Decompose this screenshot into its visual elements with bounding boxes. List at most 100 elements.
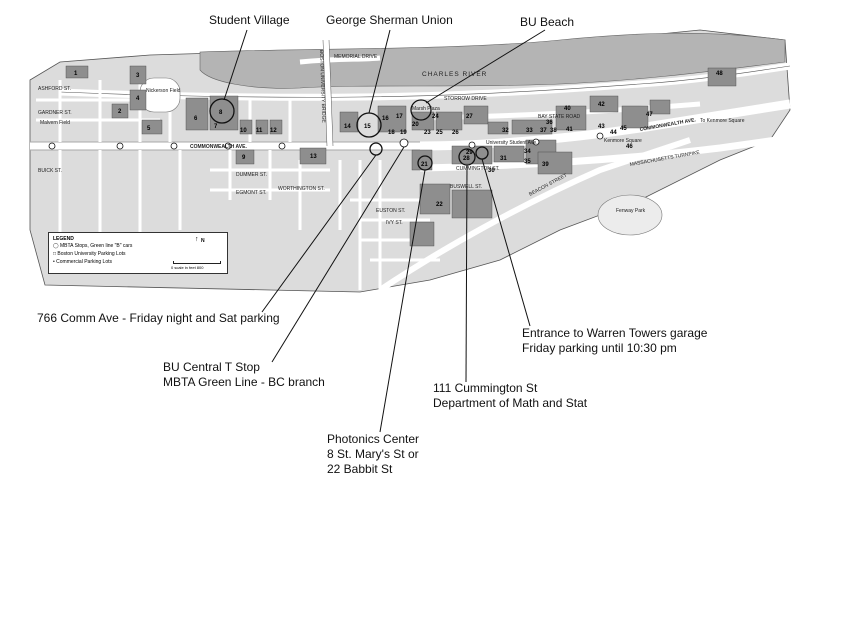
euston-st-label: EUSTON ST. (376, 208, 405, 214)
buswell-st-label: BUSWELL ST. (450, 184, 482, 190)
callout-bu-central: BU Central T Stop MBTA Green Line - BC b… (163, 360, 325, 390)
building-number: 8 (219, 110, 223, 116)
building-number: 26 (452, 130, 459, 136)
building-number: 3 (136, 73, 140, 79)
egmont-st-label: EGMONT ST. (236, 190, 266, 196)
building-number: 30 (488, 168, 495, 174)
marsh-plaza-label: Marsh Plaza (412, 106, 440, 112)
callout-766-comm-ave: 766 Comm Ave - Friday night and Sat park… (37, 311, 280, 326)
commonwealth-ave (30, 99, 791, 151)
building-number: 38 (550, 128, 557, 134)
building-number: 2 (118, 109, 122, 115)
building-number: 44 (610, 130, 617, 136)
building-number: 4 (136, 96, 140, 102)
legend-title: LEGEND (53, 236, 74, 242)
building-number: 41 (566, 127, 573, 133)
legend-item-mbta: ◯ MBTA Stops, Green line "B" cars (53, 243, 132, 249)
memorial-drive (299, 55, 381, 65)
nickerson-field-label: Nickerson Field (146, 88, 181, 94)
commercial-parking-icon: • (53, 259, 55, 265)
beacon-street (378, 137, 691, 293)
memorial-drive-label: MEMORIAL DRIVE (334, 54, 378, 60)
building-number: 46 (626, 144, 633, 150)
callout-bu-central-line1: BU Central T Stop (163, 360, 260, 374)
ashford-st-label: ASHFORD ST. (38, 86, 71, 92)
building-number: 42 (598, 102, 605, 108)
callout-warren-towers-line2: Friday parking until 10:30 pm (522, 341, 677, 355)
building-numbers: 1 2 3 4 5 6 7 8 9 10 11 12 13 14 15 16 1… (74, 71, 723, 208)
buick-st-label: BUICK ST. (38, 168, 62, 174)
building-number: 48 (716, 71, 723, 77)
callout-photonics-line2: 8 St. Mary's St or (327, 447, 419, 461)
building-number: 45 (620, 126, 627, 132)
building-number: 7 (214, 124, 218, 130)
building-number: 33 (526, 128, 533, 134)
building-number: 24 (432, 114, 439, 120)
building-number: 23 (424, 130, 431, 136)
fenway-park-label: Fenway Park (616, 208, 646, 214)
dummer-st-label: DUMMER ST. (236, 172, 267, 178)
bay-state-road-label: BAY STATE ROAD (538, 114, 581, 120)
building-number: 34 (524, 149, 531, 155)
building-number: 17 (396, 114, 403, 120)
scale-bar (173, 261, 221, 264)
callout-cummington: 111 Cummington St Department of Math and… (433, 381, 587, 411)
building-number: 12 (270, 128, 277, 134)
commonwealth-ave-label: COMMONWEALTH AVE. (190, 144, 247, 150)
building-number: 28 (463, 156, 470, 162)
worthington-st-label: WORTHINGTON ST. (278, 186, 325, 192)
building-number: 40 (564, 106, 571, 112)
north-label: N (201, 238, 205, 244)
gardner-st-label: GARDNER ST. (38, 110, 72, 116)
building-number: 29 (466, 150, 473, 156)
legend-commercial-label: Commercial Parking Lots (56, 259, 113, 265)
building-number: 1 (74, 71, 78, 77)
callout-lines (223, 29, 546, 433)
callout-766-comm-ave-text: 766 Comm Ave - Friday night and Sat park… (37, 311, 280, 325)
legend-bu-parking-label: Boston University Parking Lots (57, 251, 126, 257)
legend-mbta-label: MBTA Stops, Green line "B" cars (60, 243, 133, 249)
university-student-ave-label: University Student Ave. (486, 140, 538, 146)
malvern-field-label: Malvern Field (40, 120, 70, 126)
legend-item-bu-parking: □ Boston University Parking Lots (53, 251, 126, 257)
charles-river-label: CHARLES RIVER (422, 71, 487, 78)
building-number: 32 (502, 128, 509, 134)
callout-bu-central-line2: MBTA Green Line - BC branch (163, 375, 325, 389)
callout-warren-towers-line1: Entrance to Warren Towers garage (522, 326, 708, 340)
bu-bridge (323, 39, 333, 147)
building-number: 20 (412, 122, 419, 128)
callout-student-village-text: Student Village (209, 13, 290, 27)
highlight-circles (209, 98, 489, 171)
building-number: 9 (242, 155, 246, 161)
building-number: 31 (500, 156, 507, 162)
parking-lot-icon: □ (53, 251, 57, 257)
to-kenmore-label: To Kenmore Square (700, 118, 745, 124)
building-number: 36 (546, 120, 553, 126)
local-streets (58, 150, 440, 290)
building-number: 22 (436, 202, 443, 208)
callout-photonics-line1: Photonics Center (327, 432, 420, 446)
callout-bu-beach: BU Beach (520, 15, 574, 30)
building-number: 14 (344, 124, 351, 130)
building-number: 6 (194, 116, 198, 122)
storrow-drive-label: STORROW DRIVE (444, 96, 487, 102)
building-number: 19 (400, 130, 407, 136)
callout-cummington-line1: 111 Cummington St (433, 381, 538, 395)
building-number: 16 (382, 116, 389, 122)
callout-bu-beach-text: BU Beach (520, 15, 575, 29)
kenmore-square-label: Kenmore Square (604, 138, 642, 144)
building-number: 47 (646, 112, 653, 118)
callout-gsu-text: George Sherman Union (326, 13, 453, 27)
mass-turnpike (419, 134, 791, 172)
callout-photonics: Photonics Center 8 St. Mary's St or 22 B… (327, 432, 419, 477)
north-arrow-icon: ↑ (195, 236, 199, 243)
building-number: 43 (598, 124, 605, 130)
callout-gsu: George Sherman Union (326, 13, 453, 28)
callout-photonics-line3: 22 Babbit St (327, 462, 393, 476)
building-number: 25 (436, 130, 443, 136)
building-number: 5 (147, 126, 151, 132)
building-number: 27 (466, 114, 473, 120)
building-number: 35 (524, 159, 531, 165)
ivy-st-label: IVY ST. (386, 220, 403, 226)
building-number: 11 (256, 128, 263, 134)
